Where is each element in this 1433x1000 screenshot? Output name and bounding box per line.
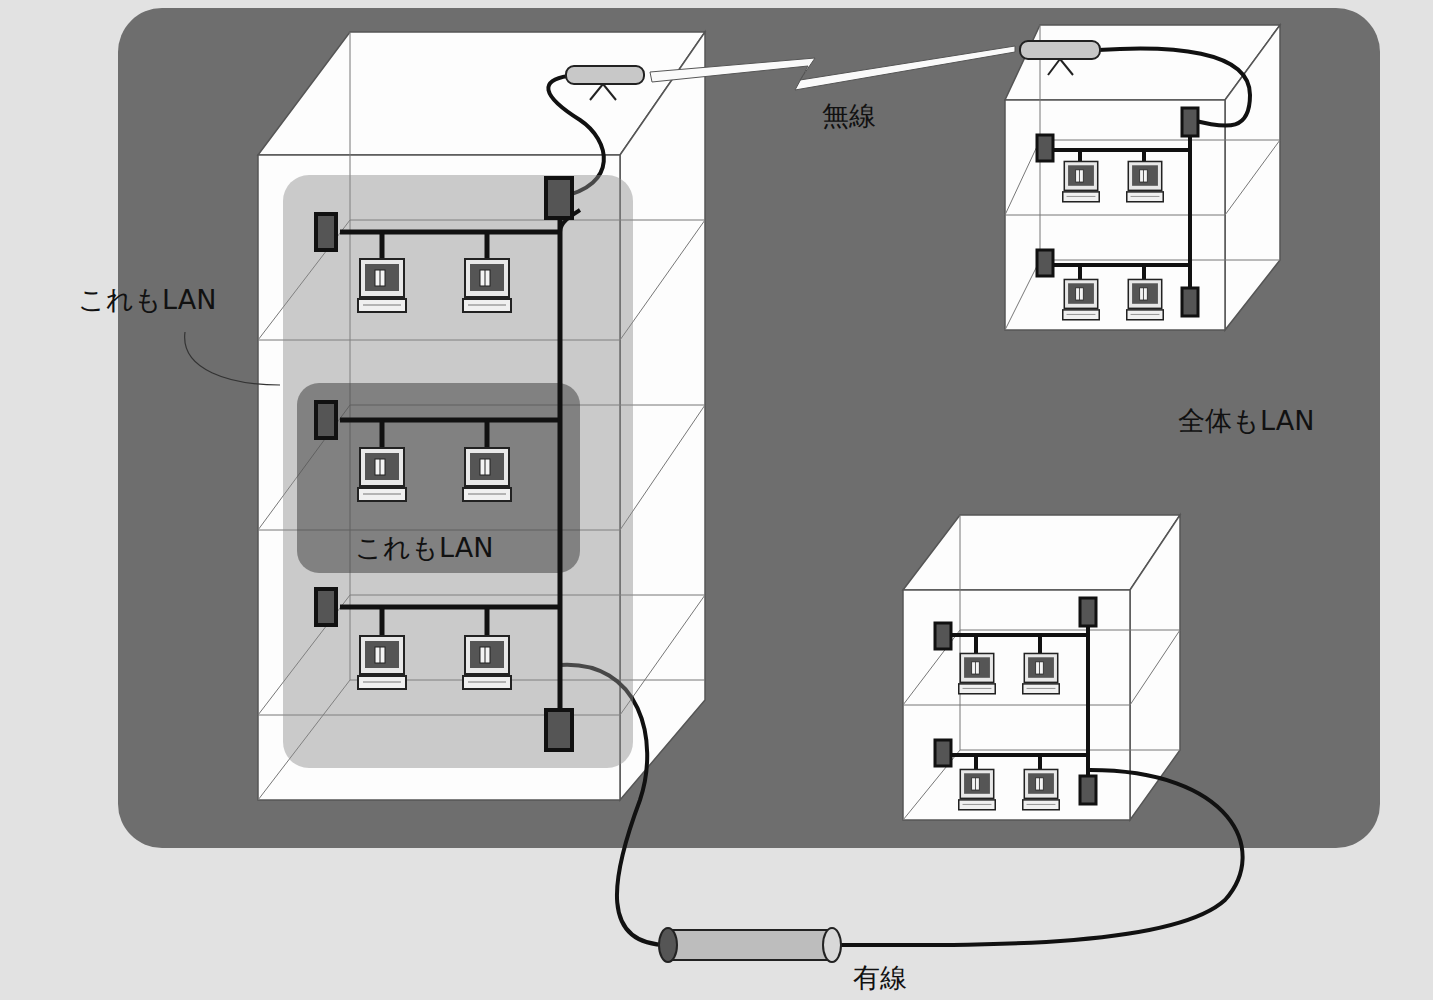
region-label: これもLAN xyxy=(355,532,493,564)
region-label: これもLAN xyxy=(78,284,216,316)
whole-lan-region: これもLANこれもLAN 全体もLAN xyxy=(118,8,1380,848)
link-label: 無線 xyxy=(822,100,876,132)
building-lan-region: これもLANこれもLAN xyxy=(283,175,633,768)
link-label: 有線 xyxy=(853,962,907,994)
floor-lan-region: これもLAN xyxy=(297,383,580,573)
region-label: 全体もLAN xyxy=(1178,405,1314,437)
